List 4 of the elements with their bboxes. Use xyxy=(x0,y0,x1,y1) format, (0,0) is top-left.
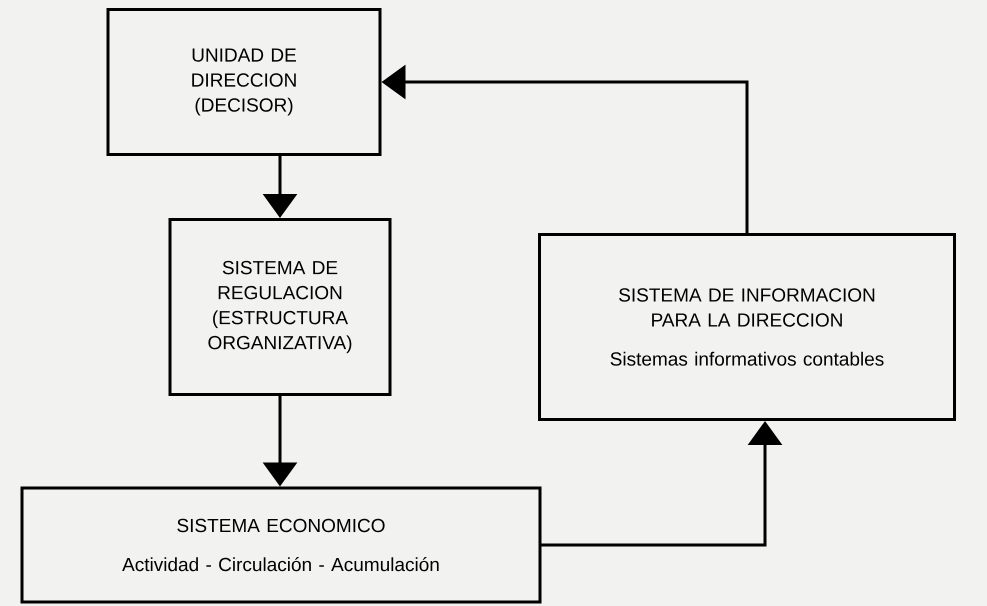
process-box: UNIDAD DE DIRECCION (DECISOR) xyxy=(106,8,382,156)
process-box: SISTEMA ECONOMICO Actividad - Circulación - Acumulación xyxy=(20,486,542,604)
process-box: SISTEMA DE REGULACION (ESTRUCTURA ORGANIZATIVA) xyxy=(168,218,392,396)
process-box: SISTEMA DE INFORMACION PARA LA DIRECCION Sistemas informativos contables xyxy=(538,233,956,421)
